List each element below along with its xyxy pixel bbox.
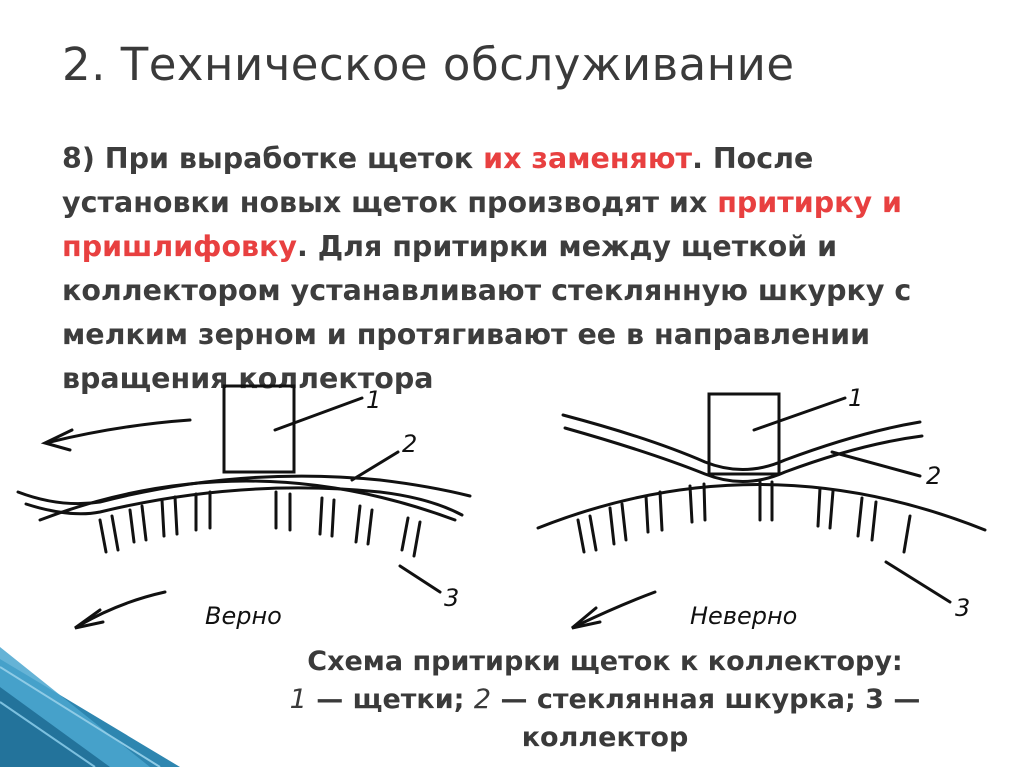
caption-line-1: Схема притирки щеток к коллектору: [307,646,903,677]
commutator-left [38,479,457,522]
slide-title: 2. Техническое обслуживание [62,38,795,91]
brush-lapping-diagram: Верно Неверно 1 2 3 1 2 3 [16,384,987,630]
sandpaper-right-b [563,426,924,483]
corner-decoration [0,647,180,767]
rotation-arrow-bottom-head [74,608,105,630]
rotation-arrow-bottom [78,590,167,627]
rotation-arrow-top [48,418,192,444]
label-1-left: 1 [366,386,381,414]
label-3-left: 3 [444,584,459,612]
paragraph-text-1: 8) При выработке щеток [62,142,484,175]
caption-number-1: 1 [289,684,307,715]
caption-text-1: — щетки; [306,684,474,715]
label-incorrect: Неверно [690,602,797,630]
highlight-lapping: притирку и пришлифовку [62,186,902,263]
rotation-arrow-top-head [40,428,74,452]
leader-2-left [350,450,400,482]
label-2-right: 2 [926,462,941,490]
highlight-replace: их заменяют [483,142,693,175]
label-2-left: 2 [402,430,417,458]
figure-caption: Схема притирки щеток к коллектору: 1 — щ… [200,643,1010,757]
diagram-correct [16,384,472,630]
sandpaper-left-a [16,474,472,506]
leader-2-right [830,450,922,478]
commutator-bars-left [98,490,422,558]
leader-3-left [398,564,442,594]
leader-1-left [273,396,364,432]
diagram-incorrect [536,392,987,630]
paragraph-text-2: . После установки новых щеток производят… [62,142,814,219]
body-paragraph: 8) При выработке щеток их заменяют. Посл… [62,137,962,401]
caption-number-2: 2 [473,684,492,715]
commutator-bars-right [576,480,912,554]
caption-text-2: — стеклянная шкурка; 3 — [491,684,921,715]
brush-left [222,384,296,474]
sandpaper-right-a [561,413,922,471]
brush-right [707,392,781,476]
sandpaper-left-b [24,486,464,517]
caption-line-3: коллектор [521,722,689,753]
label-correct: Верно [205,602,282,630]
label-1-right: 1 [848,384,863,412]
rotation-arrow-right-head [571,606,602,630]
leader-3-right [884,560,952,604]
leader-1-right [752,396,847,432]
label-3-right: 3 [955,594,970,622]
paragraph-text-3: . Для притирки между щеткой и коллекторо… [62,230,912,395]
rotation-arrow-right [576,590,657,627]
